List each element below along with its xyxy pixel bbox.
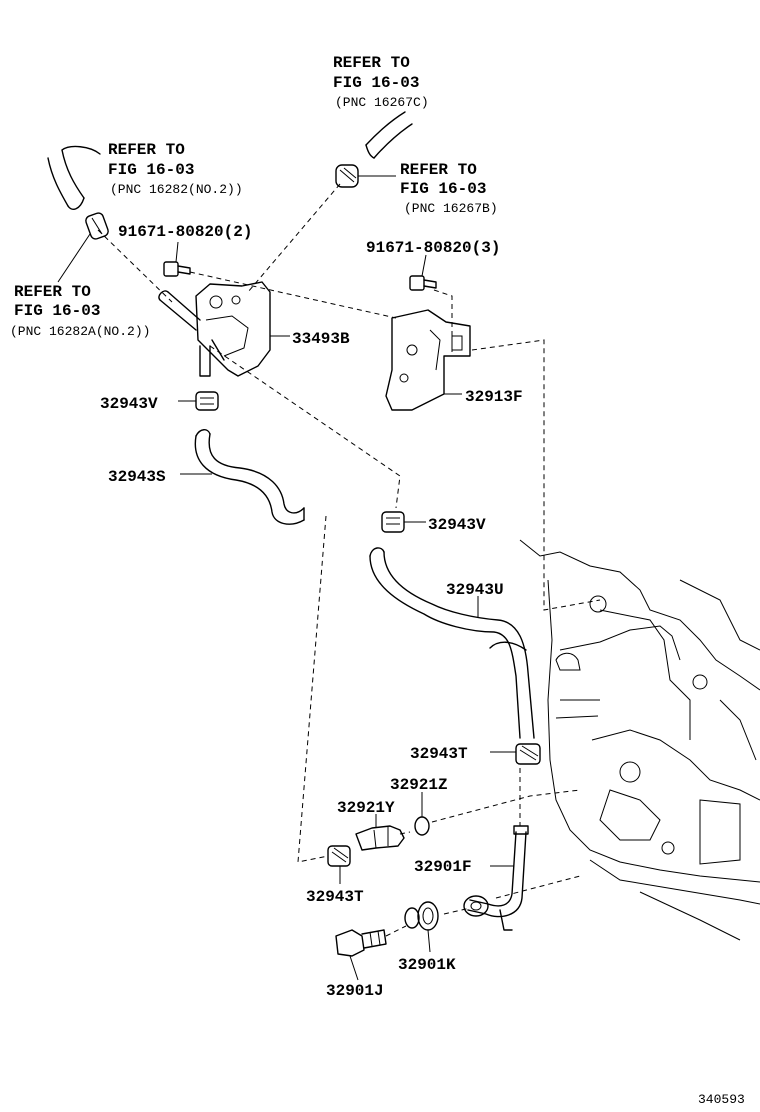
pipe-32901F xyxy=(463,825,529,931)
part-label: 32901J xyxy=(326,982,384,1000)
ref-label-line1: REFER TO xyxy=(333,54,410,72)
part-label: 32943V xyxy=(428,516,486,534)
figure-number: 340593 xyxy=(698,1092,745,1107)
engine-block xyxy=(519,539,760,941)
dashed-guides xyxy=(97,183,601,937)
hose-32943U xyxy=(369,547,535,739)
hose-ref-16282 xyxy=(47,145,101,210)
ref-label-line2: FIG 16-03 xyxy=(14,302,100,320)
oring-icon xyxy=(414,816,430,836)
part-label: 32943V xyxy=(100,395,158,413)
bolt-icon xyxy=(163,261,191,277)
clamp-icon xyxy=(327,845,351,867)
part-label: 91671-80820(3) xyxy=(366,239,500,257)
clamp-icon xyxy=(195,391,219,411)
ref-label-line3: (PNC 16282(NO.2)) xyxy=(110,182,243,197)
part-label: 32943U xyxy=(446,581,504,599)
union-bolt-icon xyxy=(335,929,387,957)
valve-body-33493B xyxy=(158,281,271,377)
hose-ref-16267c xyxy=(365,111,413,159)
ref-label-line1: REFER TO xyxy=(108,141,185,159)
ref-label-line1: REFER TO xyxy=(14,283,91,301)
part-label: 32901F xyxy=(414,858,472,876)
part-label: 32943T xyxy=(306,888,364,906)
part-label: 33493B xyxy=(292,330,350,348)
clamp-icon xyxy=(515,743,541,765)
hose-32943S xyxy=(194,429,305,525)
part-label: 32921Y xyxy=(337,799,395,817)
ref-label-line1: REFER TO xyxy=(400,161,477,179)
ref-label-line2: FIG 16-03 xyxy=(108,161,194,179)
clamp-icon xyxy=(381,511,405,533)
union-fitting-32921Y xyxy=(355,825,405,851)
part-label: 32943T xyxy=(410,745,468,763)
clamp-top-left xyxy=(85,212,109,240)
bracket-32913F xyxy=(385,309,471,411)
bolt-icon xyxy=(409,275,437,291)
clamp-top-center xyxy=(335,164,359,188)
ref-label-line3: (PNC 16267C) xyxy=(335,95,429,110)
part-label: 91671-80820(2) xyxy=(118,223,252,241)
part-label: 32921Z xyxy=(390,776,448,794)
gasket-icon xyxy=(404,901,439,931)
part-label: 32901K xyxy=(398,956,456,974)
ref-label-line3: (PNC 16282A(NO.2)) xyxy=(10,324,150,339)
part-label: 32913F xyxy=(465,388,523,406)
part-label: 32943S xyxy=(108,468,166,486)
ref-label-line3: (PNC 16267B) xyxy=(404,201,498,216)
ref-label-line2: FIG 16-03 xyxy=(400,180,486,198)
ref-label-line2: FIG 16-03 xyxy=(333,74,419,92)
